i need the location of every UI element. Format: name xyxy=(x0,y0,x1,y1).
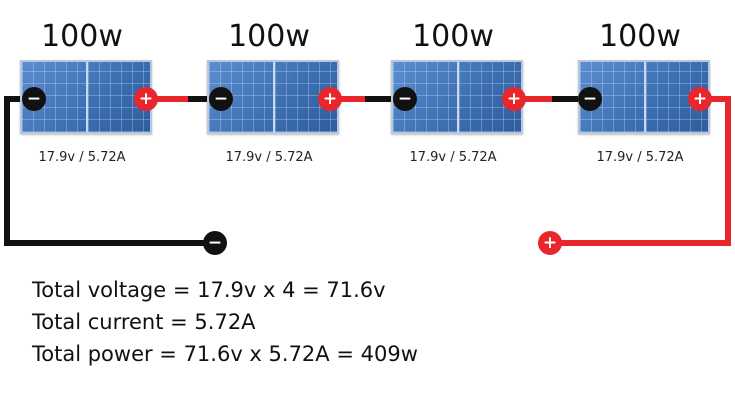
panel-spec-label: 17.9v / 5.72A xyxy=(596,150,684,165)
positive-terminal-icon: + xyxy=(318,87,342,111)
panel-spec-label: 17.9v / 5.72A xyxy=(38,150,126,165)
totals-summary: Total voltage = 17.9v x 4 = 71.6v Total … xyxy=(32,274,418,370)
total-power-text: Total power = 71.6v x 5.72A = 409w xyxy=(32,342,418,366)
positive-output-terminal-icon: + xyxy=(538,231,562,255)
positive-terminal-icon: + xyxy=(134,87,158,111)
panel-wattage-label: 100w xyxy=(412,19,494,54)
solar-panel-icon xyxy=(391,60,523,134)
negative-terminal-icon: − xyxy=(578,87,602,111)
negative-terminal-icon: − xyxy=(393,87,417,111)
total-current-text: Total current = 5.72A xyxy=(32,310,256,334)
negative-terminal-icon: − xyxy=(209,87,233,111)
panel-wattage-label: 100w xyxy=(599,19,681,54)
positive-output-wire xyxy=(550,96,731,246)
panel-spec-label: 17.9v / 5.72A xyxy=(409,150,497,165)
total-voltage-text: Total voltage = 17.9v x 4 = 71.6v xyxy=(32,278,386,302)
panel-wattage-label: 100w xyxy=(228,19,310,54)
negative-terminal-icon: − xyxy=(22,87,46,111)
positive-terminal-icon: + xyxy=(688,87,712,111)
positive-terminal-icon: + xyxy=(502,87,526,111)
panel-wattage-label: 100w xyxy=(41,19,123,54)
negative-output-terminal-icon: − xyxy=(203,231,227,255)
panel-spec-label: 17.9v / 5.72A xyxy=(225,150,313,165)
solar-panel-unit-3: 100w 17.9v / 5.72A xyxy=(373,0,533,180)
